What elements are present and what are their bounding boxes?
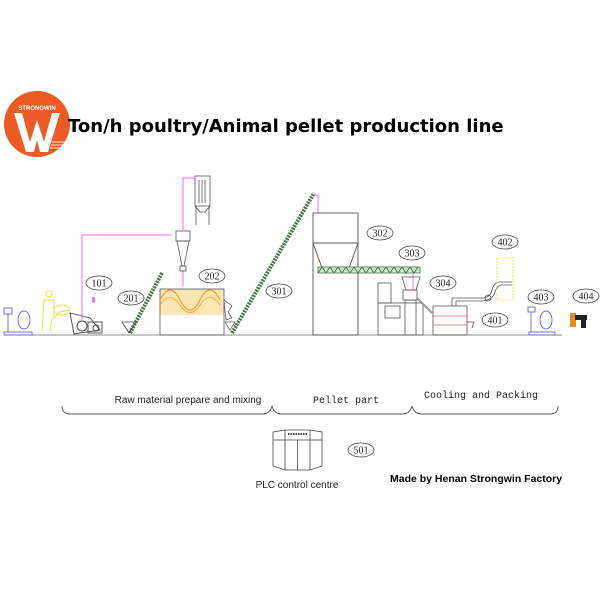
- svg-text:401: 401: [488, 316, 503, 327]
- svg-text:STRONGWIN: STRONGWIN: [18, 106, 55, 112]
- label-301: 301: [265, 283, 293, 299]
- label-302: 302: [366, 225, 394, 241]
- label-303: 303: [398, 245, 426, 261]
- plc-cabinet-icon: [272, 429, 323, 471]
- left-scale-icon: [3, 307, 33, 336]
- svg-text:301: 301: [272, 287, 287, 298]
- svg-text:202: 202: [205, 272, 220, 283]
- label-403: 403: [527, 289, 555, 305]
- air-pipes: ii: [81, 177, 414, 320]
- svg-text:402: 402: [498, 238, 513, 249]
- dust-filter: [194, 175, 211, 225]
- section-raw-material: Raw material prepare and mixing: [115, 395, 262, 406]
- svg-text:404: 404: [579, 292, 594, 303]
- mixer-202: [159, 288, 236, 336]
- svg-text:304: 304: [436, 279, 451, 290]
- section-braces: [61, 405, 559, 415]
- packing-scale-403: [527, 306, 556, 336]
- svg-text:501: 501: [354, 446, 369, 457]
- label-401: 401: [481, 312, 509, 328]
- pellet-mill-304: [377, 276, 433, 336]
- section-pellet: Pellet part: [313, 395, 379, 407]
- cooler-401: [432, 281, 512, 336]
- sewing-machine-404: [570, 313, 587, 328]
- cyclone: [175, 230, 191, 272]
- svg-text:201: 201: [124, 294, 139, 305]
- svg-text:403: 403: [534, 293, 549, 304]
- svg-text:ii: ii: [92, 298, 95, 304]
- svg-text:303: 303: [405, 249, 420, 260]
- footer-credit: Made by Henan Strongwin Factory: [390, 473, 562, 485]
- section-cooling-packing: Cooling and Packing: [424, 390, 538, 402]
- label-501: 501: [347, 442, 375, 458]
- strongwin-logo: STRONGWIN: [4, 91, 70, 157]
- hammer-mill-101: [69, 312, 103, 335]
- screw-conveyor-201: [121, 272, 164, 334]
- label-402: 402: [491, 234, 519, 250]
- label-201: 201: [117, 290, 145, 306]
- plc-label: PLC control centre: [256, 480, 339, 491]
- worker-icon: [41, 290, 71, 333]
- silo-302: [312, 212, 359, 336]
- label-304: 304: [429, 275, 457, 291]
- screw-conveyor-303: [317, 266, 421, 274]
- packing-hopper-402: [496, 257, 514, 301]
- svg-text:302: 302: [373, 229, 388, 240]
- svg-text:101: 101: [92, 279, 107, 290]
- label-101: 101: [85, 275, 113, 291]
- label-202: 202: [198, 268, 226, 284]
- bucket-elevator-301: [230, 191, 316, 335]
- label-404: 404: [572, 288, 600, 304]
- diagram-title: Ton/h poultry/Animal pellet production l…: [68, 116, 504, 137]
